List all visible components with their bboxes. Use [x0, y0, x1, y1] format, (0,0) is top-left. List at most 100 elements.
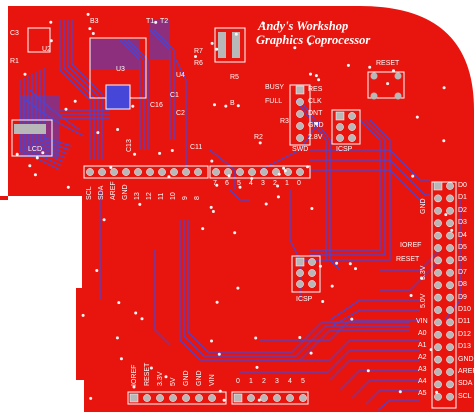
right-pad-a-0 — [433, 181, 443, 191]
pin-label-left-1: SDA — [98, 185, 105, 200]
trace-bundle-right — [99, 99, 461, 411]
via — [398, 390, 402, 394]
via — [154, 20, 158, 24]
pin-label-mid-4: 3 — [261, 180, 265, 187]
crystal-inner-2 — [232, 32, 240, 58]
via — [33, 173, 37, 177]
right-pad-b-0 — [446, 182, 454, 190]
pin-label-mid-1: 6 — [225, 180, 229, 187]
via — [35, 156, 39, 160]
label-b: B — [230, 100, 235, 107]
board-notch-edge — [0, 196, 8, 200]
label-c1: C1 — [170, 92, 179, 99]
bottom-pad-right-5 — [299, 394, 307, 402]
header-pad-7 — [170, 168, 178, 176]
pin-label-bottom-right-2: 2 — [262, 378, 266, 385]
label-dnt: DNT — [308, 110, 323, 117]
pin-label-right-4: D4 — [458, 231, 467, 239]
bottom-pad-left-1 — [143, 394, 151, 402]
via — [96, 131, 100, 135]
via — [88, 27, 92, 31]
icsp-mid-pad-2-1 — [308, 280, 316, 288]
via — [234, 32, 238, 36]
via — [293, 46, 297, 50]
label-clk: CLK — [308, 98, 322, 105]
via — [314, 74, 318, 78]
right-pad-a-5 — [434, 244, 442, 252]
header-pad-6 — [158, 168, 166, 176]
via — [306, 165, 309, 169]
pin-label-left-8: 9 — [182, 196, 189, 200]
header-pad-5 — [146, 168, 154, 176]
via — [254, 336, 258, 340]
via — [233, 231, 237, 235]
pin-label-right-3: D3 — [458, 219, 467, 227]
pin-label-bottom-right-3: 3 — [275, 378, 279, 385]
label-c13: C13 — [126, 139, 133, 152]
label-r5: R5 — [230, 74, 239, 81]
header-pad-8 — [182, 168, 190, 176]
label-u4: U4 — [176, 72, 185, 79]
via — [283, 169, 287, 173]
right-pad-b-10 — [446, 306, 454, 314]
via — [102, 218, 106, 222]
via — [318, 264, 322, 268]
bottom-pad-right-0 — [233, 393, 243, 403]
label-t2: T2 — [160, 18, 169, 25]
via — [66, 185, 70, 189]
via — [131, 104, 135, 108]
right-pad-b-3 — [446, 219, 454, 228]
via — [262, 21, 265, 25]
right-pad-b-1 — [446, 194, 454, 203]
label-r2: R2 — [254, 134, 263, 141]
pin-label-bottom-left-2: 3.3V — [157, 371, 164, 386]
label-a4: A4 — [418, 378, 427, 385]
via — [81, 313, 85, 317]
label-a1: A1 — [418, 342, 427, 349]
pin-label-mid-5: 2 — [273, 180, 277, 187]
via — [215, 183, 219, 187]
via — [210, 41, 214, 45]
right-pad-b-2 — [446, 206, 454, 215]
swd-pad-3 — [296, 122, 304, 130]
via — [41, 151, 45, 155]
label-ioref: IOREF — [400, 242, 422, 249]
label-r6: R6 — [194, 60, 203, 67]
right-pad-a-11 — [434, 318, 442, 327]
via-layer — [15, 12, 454, 402]
bottom-pad-right-2 — [260, 394, 268, 402]
label-reset-right: RESET — [396, 256, 420, 263]
label-full: FULL — [265, 98, 283, 105]
pin-label-right-5: D5 — [458, 244, 467, 251]
via — [255, 365, 259, 369]
via — [164, 375, 168, 379]
header-pad-mid-4 — [260, 168, 268, 176]
right-pad-b-7 — [446, 268, 454, 277]
right-pad-b-11 — [446, 318, 454, 327]
label-c11: C11 — [190, 144, 203, 151]
bottom-pad-left-5 — [195, 394, 203, 402]
via — [309, 351, 313, 355]
pin-label-bottom-left-0: IOREF — [131, 364, 138, 386]
bottom-pad-left-0 — [129, 393, 139, 403]
via — [348, 262, 352, 266]
via — [215, 300, 219, 304]
via — [117, 301, 121, 305]
right-pad-a-13 — [434, 343, 442, 352]
via — [276, 184, 280, 188]
via — [335, 261, 339, 265]
right-pad-a-4 — [434, 231, 442, 240]
via — [238, 185, 242, 189]
pin-label-right-10: D10 — [458, 306, 471, 313]
via — [282, 166, 286, 170]
pin-label-mid-7: 0 — [297, 180, 301, 187]
board-title-line2: Graphics Coprocessor — [256, 33, 371, 47]
label-t1: T1 — [146, 18, 155, 25]
via — [386, 82, 390, 86]
via — [210, 339, 213, 343]
chip-lcd — [11, 119, 53, 157]
pin-label-right-17: SCL — [458, 392, 472, 400]
via — [209, 205, 213, 209]
board-title-line1: Andy's Workshop — [258, 19, 349, 33]
